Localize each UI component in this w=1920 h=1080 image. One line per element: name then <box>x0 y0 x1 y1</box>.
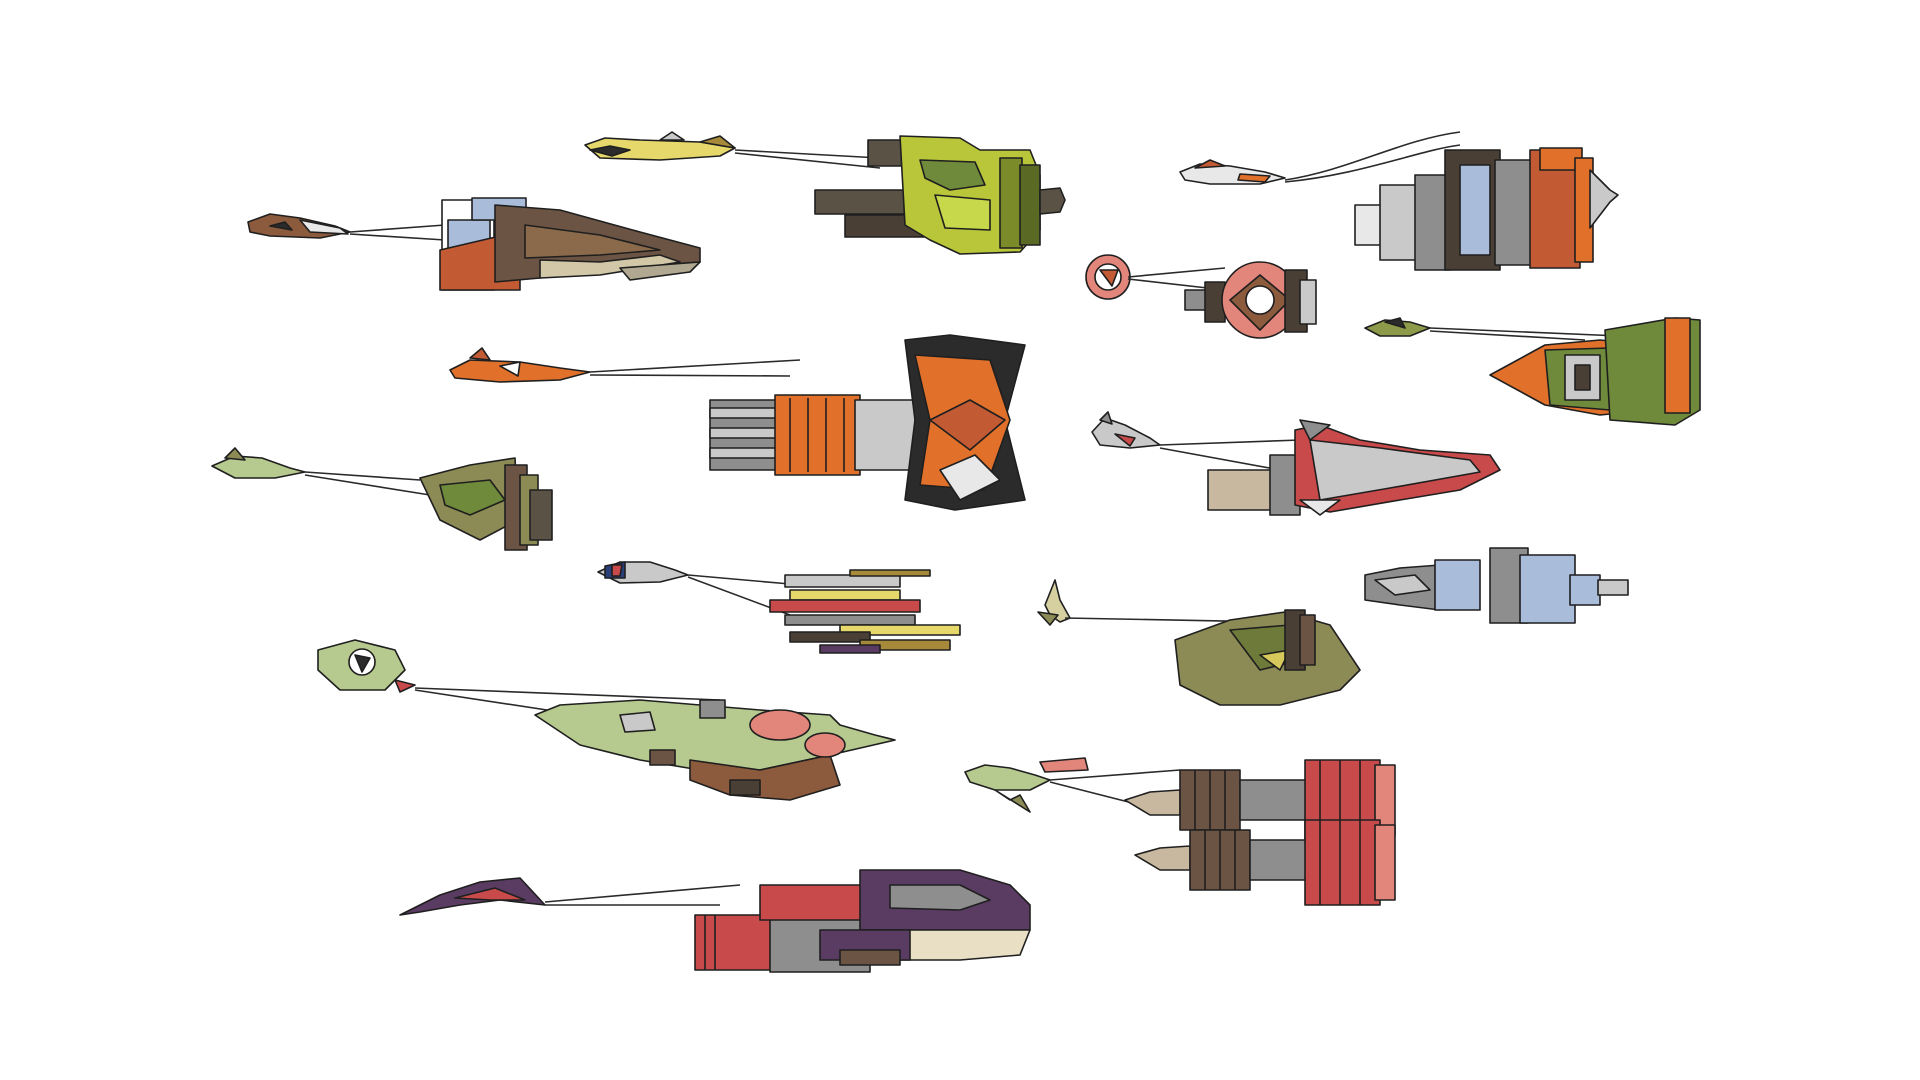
cockpit <box>1364 317 1431 337</box>
engine <box>439 197 701 291</box>
engine <box>694 869 1031 973</box>
engine <box>814 135 1066 255</box>
engine <box>1184 261 1317 339</box>
engine <box>1489 317 1701 426</box>
leaf-green-wide-pod <box>317 639 896 801</box>
engine <box>419 457 553 551</box>
cockpit <box>449 347 591 383</box>
multi-blade-pod <box>597 561 961 654</box>
cockpit <box>317 639 416 693</box>
white-orange-pod <box>1179 131 1619 271</box>
round-pink-pod <box>1085 254 1317 339</box>
cockpit <box>584 131 736 161</box>
cockpit <box>964 757 1089 813</box>
cockpit <box>399 877 546 916</box>
engine <box>1174 609 1361 706</box>
yellow-green-pod <box>584 131 1066 255</box>
engine <box>534 699 896 801</box>
engine <box>1354 147 1619 271</box>
orange-fan-pod <box>449 334 1026 511</box>
engine <box>1207 419 1501 516</box>
cockpit <box>247 213 351 239</box>
ribbed-salmon-pod <box>964 757 1396 906</box>
engine <box>709 334 1026 511</box>
engine-rear <box>1364 547 1629 624</box>
olive-stack-pod <box>211 447 553 551</box>
purple-red-pod <box>399 869 1031 973</box>
green-capsule-pod <box>1037 579 1361 706</box>
engine-upper <box>1124 759 1396 841</box>
cockpit <box>1037 579 1071 626</box>
blue-needle-pod <box>1364 547 1629 624</box>
cockpit <box>1091 411 1161 449</box>
red-blue-block-pod <box>247 197 701 291</box>
cockpit <box>1179 159 1286 185</box>
engine-lower <box>1134 819 1396 906</box>
cockpit <box>211 447 306 479</box>
red-grey-fin-pod <box>1091 411 1501 516</box>
cockpit <box>1085 254 1131 300</box>
engine <box>769 569 961 654</box>
cockpit <box>597 561 689 584</box>
green-cone-pod <box>1364 317 1701 426</box>
